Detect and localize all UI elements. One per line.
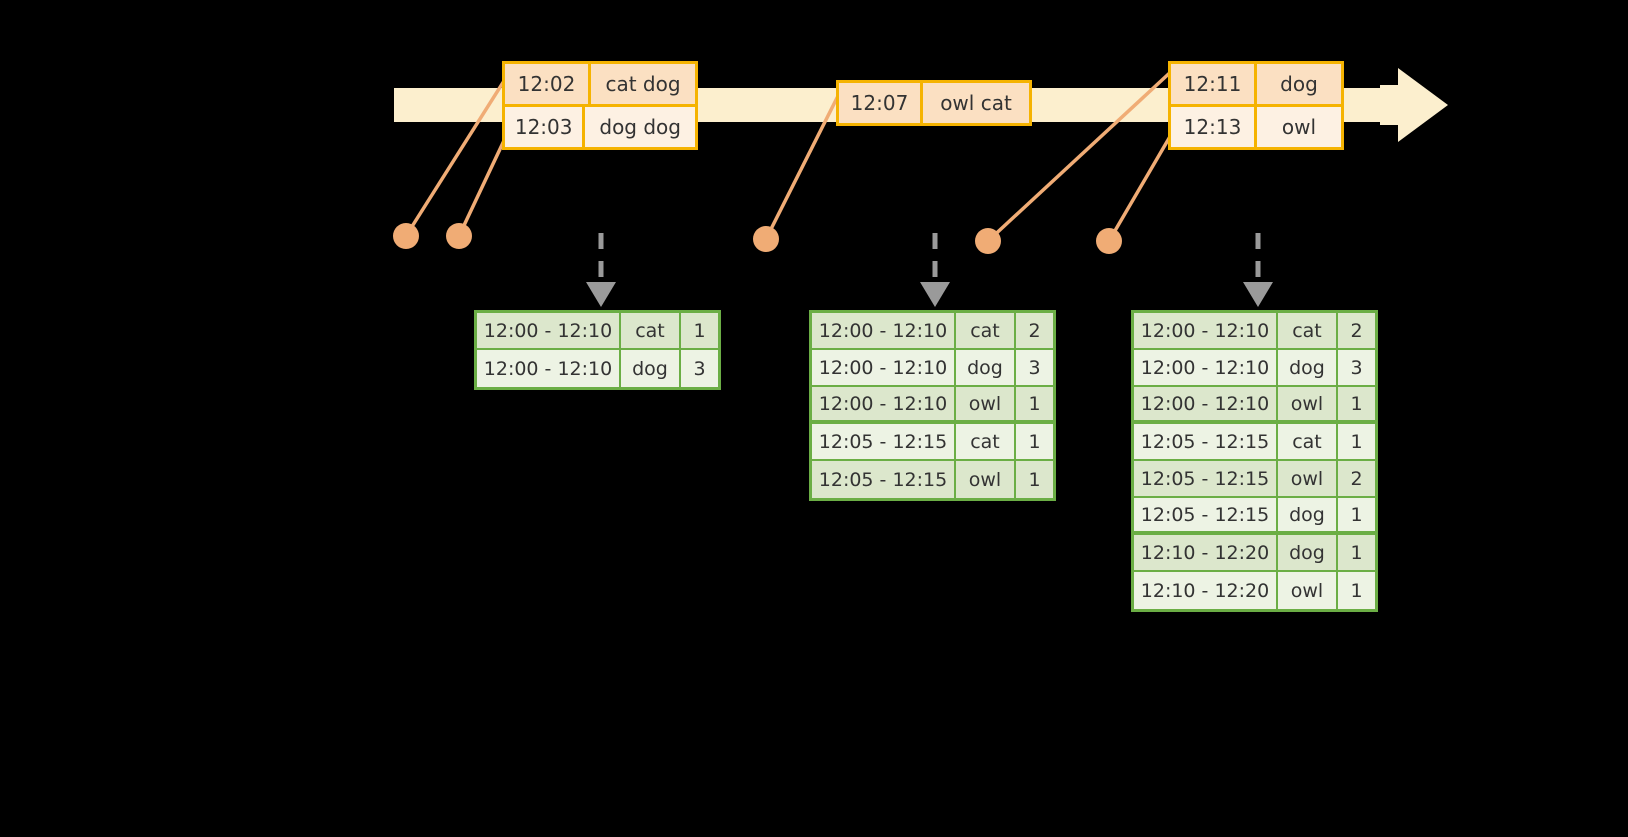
cell-key: dog [621, 350, 681, 387]
cell-window: 12:05 - 12:15 [1134, 424, 1278, 459]
cell-count: 1 [1350, 392, 1363, 415]
cell-count: 3 [693, 357, 706, 380]
cell-window: 12:00 - 12:10 [812, 313, 956, 348]
cell-key: dog [1278, 350, 1338, 385]
connector-dot-2 [446, 223, 472, 249]
event-words: owl [1281, 115, 1317, 139]
cell-count: 2 [1028, 319, 1041, 342]
cell-count: 2 [1350, 467, 1363, 490]
connector-dot-1 [393, 223, 419, 249]
connector-line-5 [1107, 127, 1177, 242]
cell-window: 12:00 - 12:10 [1134, 350, 1278, 385]
cell-key: cat [1278, 424, 1338, 459]
event-time: 12:02 [505, 64, 591, 104]
event-row: 12:02 cat dog [505, 64, 695, 104]
cell-window: 12:00 - 12:10 [812, 350, 956, 385]
event-words: dog [1280, 72, 1318, 96]
cell-window: 12:00 - 12:10 [1134, 387, 1278, 420]
cell-key: cat [956, 424, 1016, 459]
cell-count: 2 [1350, 319, 1363, 342]
cell-window: 12:00 - 12:10 [1134, 313, 1278, 348]
cell-count: 1 [1350, 579, 1363, 602]
event-box-2: 12:07 owl cat [836, 80, 1032, 126]
event-time: 12:07 [839, 83, 923, 123]
cell-window: 12:00 - 12:10 [477, 313, 621, 348]
cell-count: 1 [1028, 430, 1041, 453]
event-row: 12:13 owl [1171, 104, 1341, 147]
cell-count: 1 [1350, 503, 1363, 526]
cell-window: 12:00 - 12:10 [477, 350, 621, 387]
event-time: 12:03 [505, 107, 586, 147]
cell-count: 1 [1028, 392, 1041, 415]
cell-key: cat [621, 313, 681, 348]
cell-key: owl [1278, 387, 1338, 420]
cell-window: 12:05 - 12:15 [812, 461, 956, 498]
cell-window: 12:00 - 12:10 [812, 387, 956, 420]
cell-key: owl [956, 387, 1016, 420]
event-row: 12:03 dog dog [505, 104, 695, 147]
cell-key: dog [1278, 498, 1338, 531]
event-words: owl cat [940, 91, 1012, 115]
event-row: 12:11 dog [1171, 64, 1341, 104]
event-box-3: 12:11 dog 12:13 owl [1168, 61, 1344, 150]
cell-window: 12:05 - 12:15 [1134, 461, 1278, 496]
connector-dot-3 [753, 226, 779, 252]
connector-dot-5 [1096, 228, 1122, 254]
cell-key: cat [1278, 313, 1338, 348]
event-box-1: 12:02 cat dog 12:03 dog dog [502, 61, 698, 150]
cell-count: 1 [693, 319, 706, 342]
cell-count: 3 [1350, 356, 1363, 379]
cell-window: 12:10 - 12:20 [1134, 572, 1278, 609]
cell-window: 12:05 - 12:15 [812, 424, 956, 459]
cell-key: dog [1278, 535, 1338, 570]
cell-key: owl [1278, 461, 1338, 496]
event-time: 12:11 [1171, 64, 1257, 104]
event-words: dog dog [599, 115, 681, 139]
cell-window: 12:10 - 12:20 [1134, 535, 1278, 570]
cell-count: 3 [1028, 356, 1041, 379]
cell-count: 1 [1350, 541, 1363, 564]
cell-window: 12:05 - 12:15 [1134, 498, 1278, 531]
cell-key: dog [956, 350, 1016, 385]
timeline-arrowhead-icon [1398, 68, 1448, 142]
cell-count: 1 [1350, 430, 1363, 453]
event-row: 12:07 owl cat [839, 83, 1029, 123]
connector-dot-4 [975, 228, 1001, 254]
event-words: cat dog [605, 72, 681, 96]
event-time: 12:13 [1171, 107, 1257, 147]
cell-key: owl [956, 461, 1016, 498]
cell-count: 1 [1028, 468, 1041, 491]
cell-key: owl [1278, 572, 1338, 609]
cell-key: cat [956, 313, 1016, 348]
